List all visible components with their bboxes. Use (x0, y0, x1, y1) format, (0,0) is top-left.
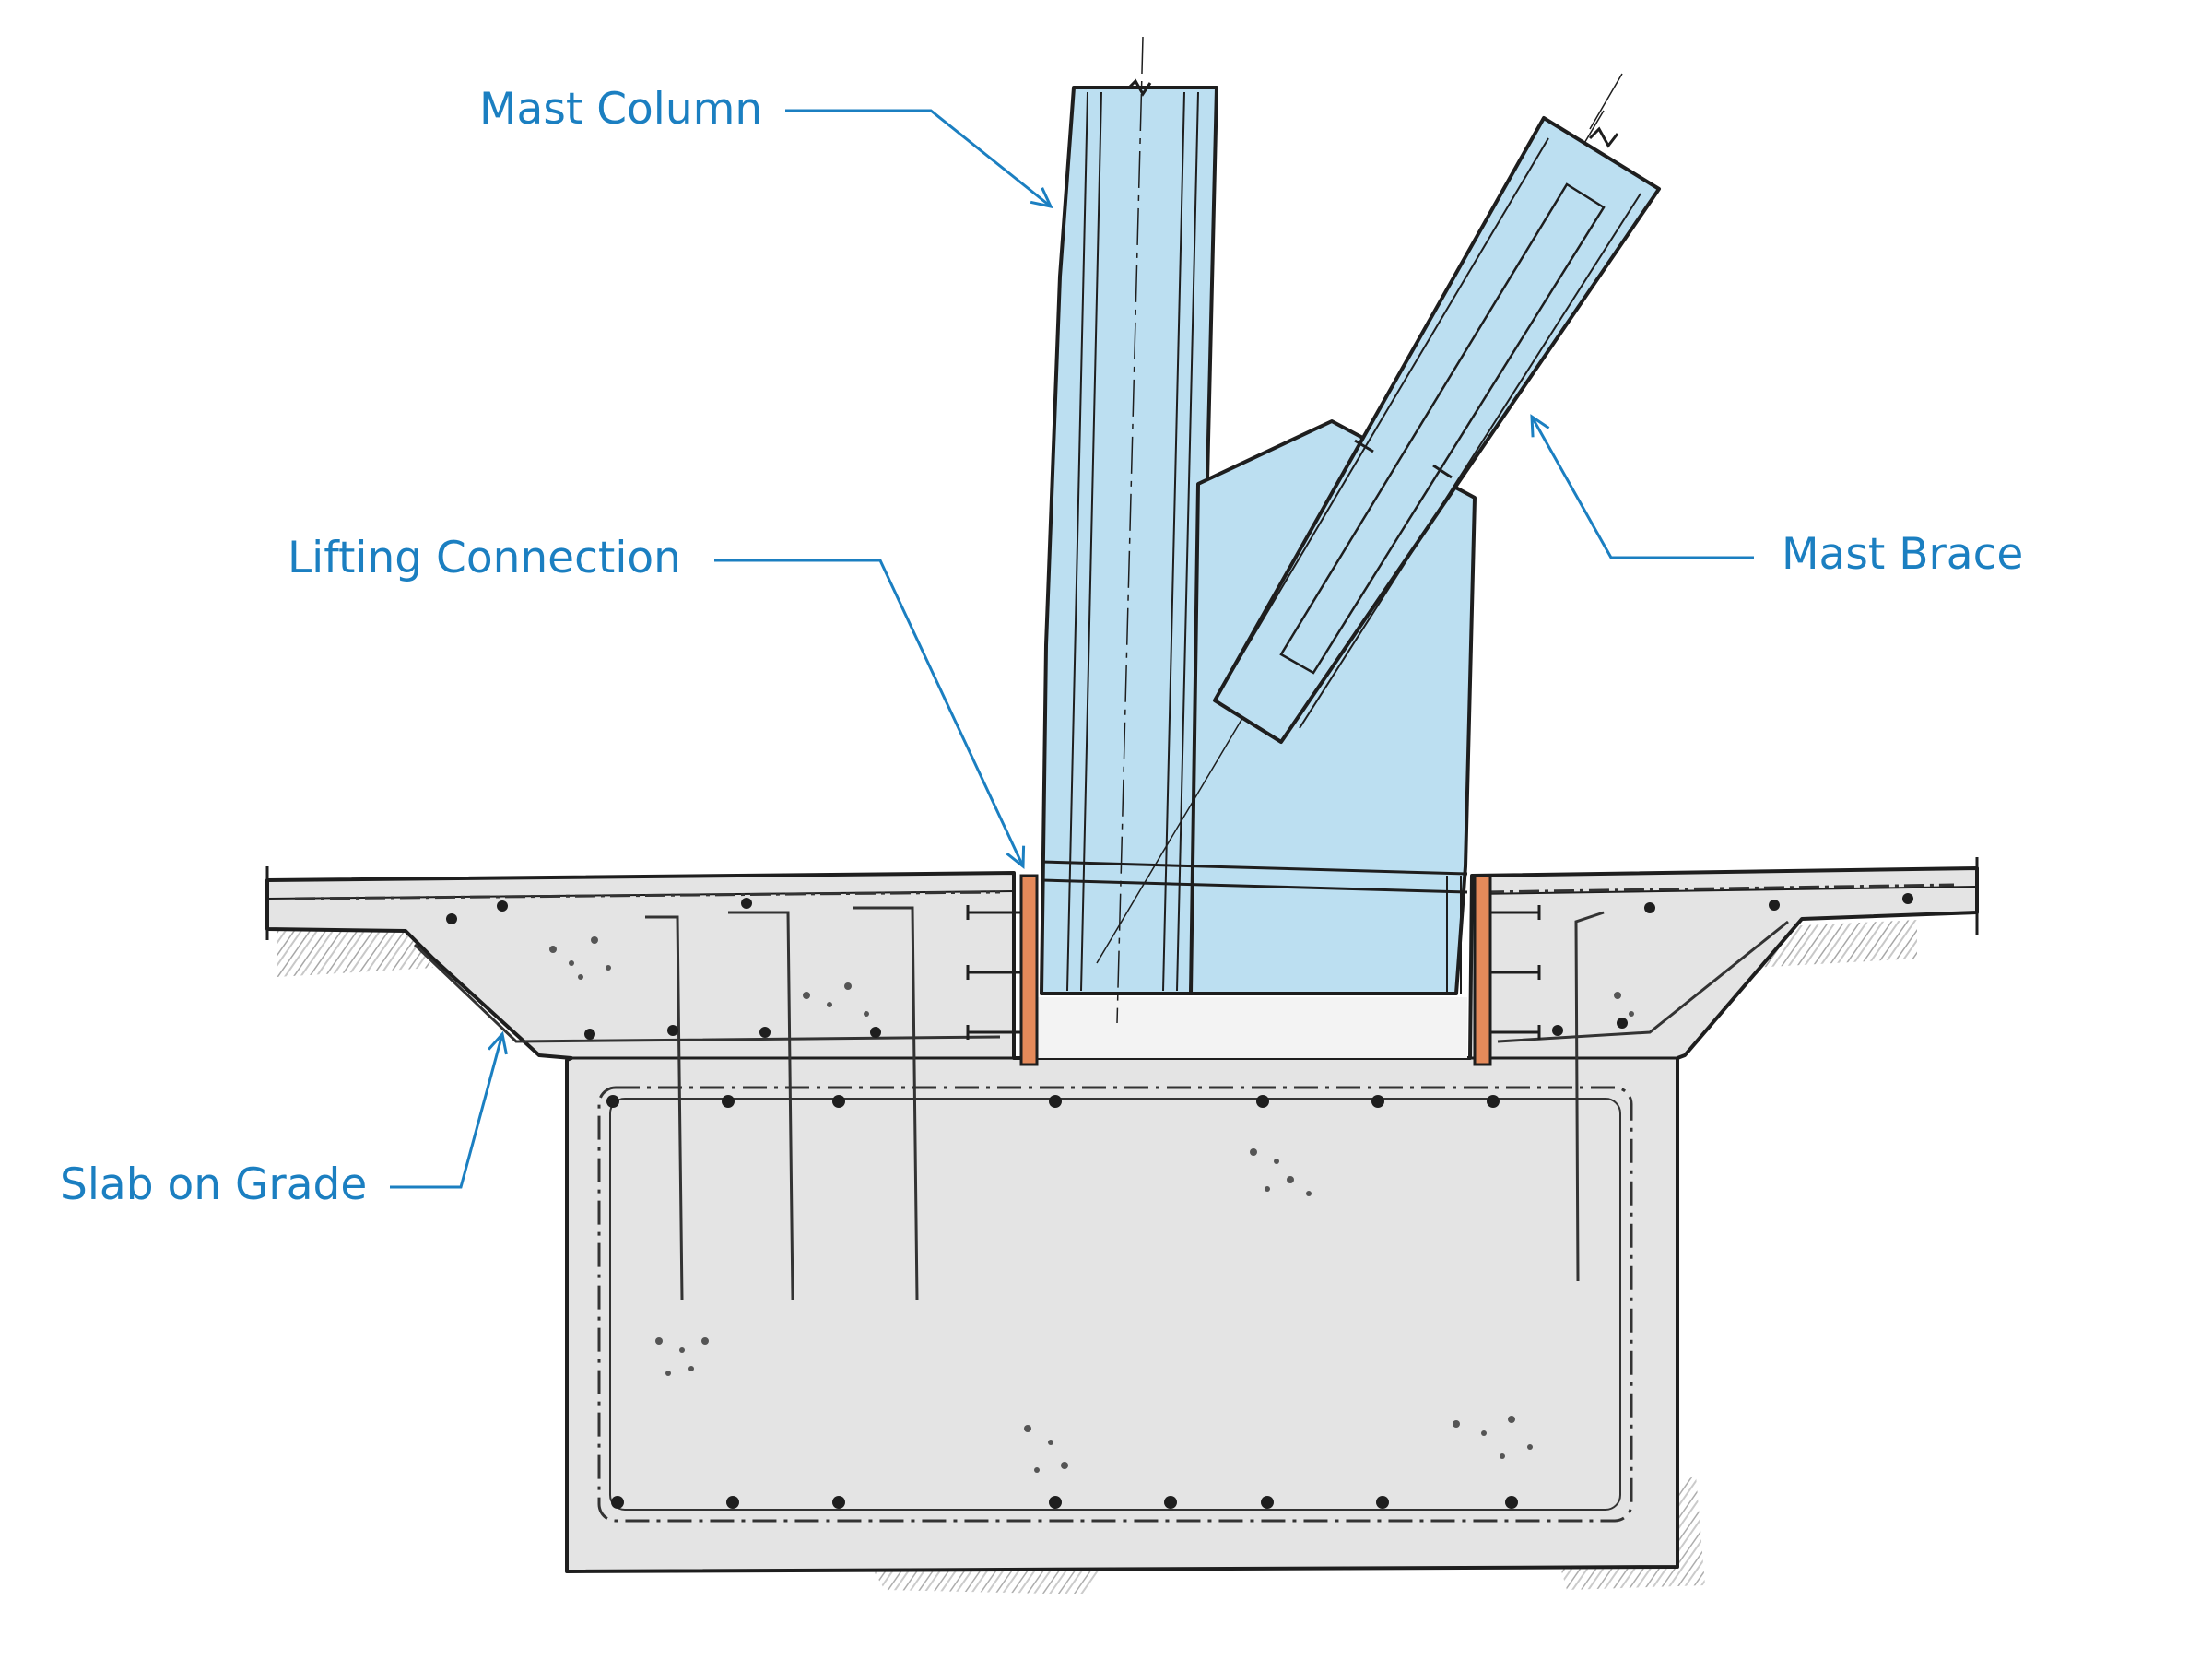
callout-leaders (390, 109, 1754, 1189)
mast-brace-label: Mast Brace (1782, 529, 2024, 580)
lifting-connection-leader (714, 559, 1026, 870)
aggregate-speckles (549, 936, 1634, 1473)
slab-on-grade-concrete (265, 857, 1979, 1573)
mast-brace-leader (1530, 414, 1754, 559)
reinforcement (294, 883, 1955, 1523)
mast-brace (1213, 73, 1661, 744)
mast-column-label: Mast Column (479, 84, 763, 135)
lifting-connection-label: Lifting Connection (288, 533, 681, 583)
rebar-dots (446, 893, 1913, 1509)
mast-column-leader (785, 109, 1053, 209)
mast-column (1040, 36, 1218, 1024)
lifting-connection-plates (966, 874, 1541, 1066)
slab-on-grade-leader (390, 1030, 508, 1189)
slab-on-grade-label: Slab on Grade (60, 1159, 368, 1210)
